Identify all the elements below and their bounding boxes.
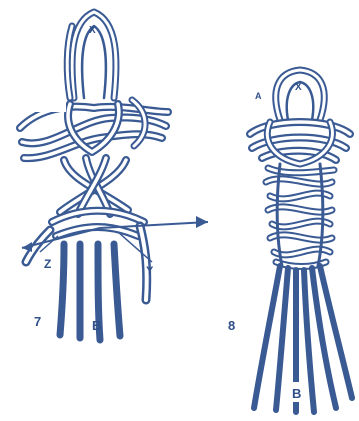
figure-8-spiral-body — [266, 164, 334, 267]
figure-8-sennit — [250, 70, 352, 412]
figure-7-cord-label-y: Y — [146, 265, 154, 277]
figure-7-lower-knot — [52, 211, 144, 236]
figure-8-cord-label-b: B — [292, 386, 301, 401]
figure-7-step-number: 7 — [34, 314, 41, 329]
figure-8-top-loop — [276, 70, 325, 120]
figure-7-crossing-cords — [60, 158, 128, 214]
figure-7-corner-mask — [0, 0, 66, 112]
figure-8-crown-knot — [250, 122, 350, 164]
figure-8-loop-label: X — [295, 82, 302, 93]
figure-7-knot — [0, 0, 208, 340]
figure-7-cord-label-b: B — [92, 318, 101, 333]
figure-8-corner-label: A — [255, 91, 262, 101]
figure-7-cord-label-z: Z — [44, 257, 51, 271]
figure-8-step-number: 8 — [228, 318, 235, 333]
figure-7-loop-label: X — [89, 25, 96, 36]
